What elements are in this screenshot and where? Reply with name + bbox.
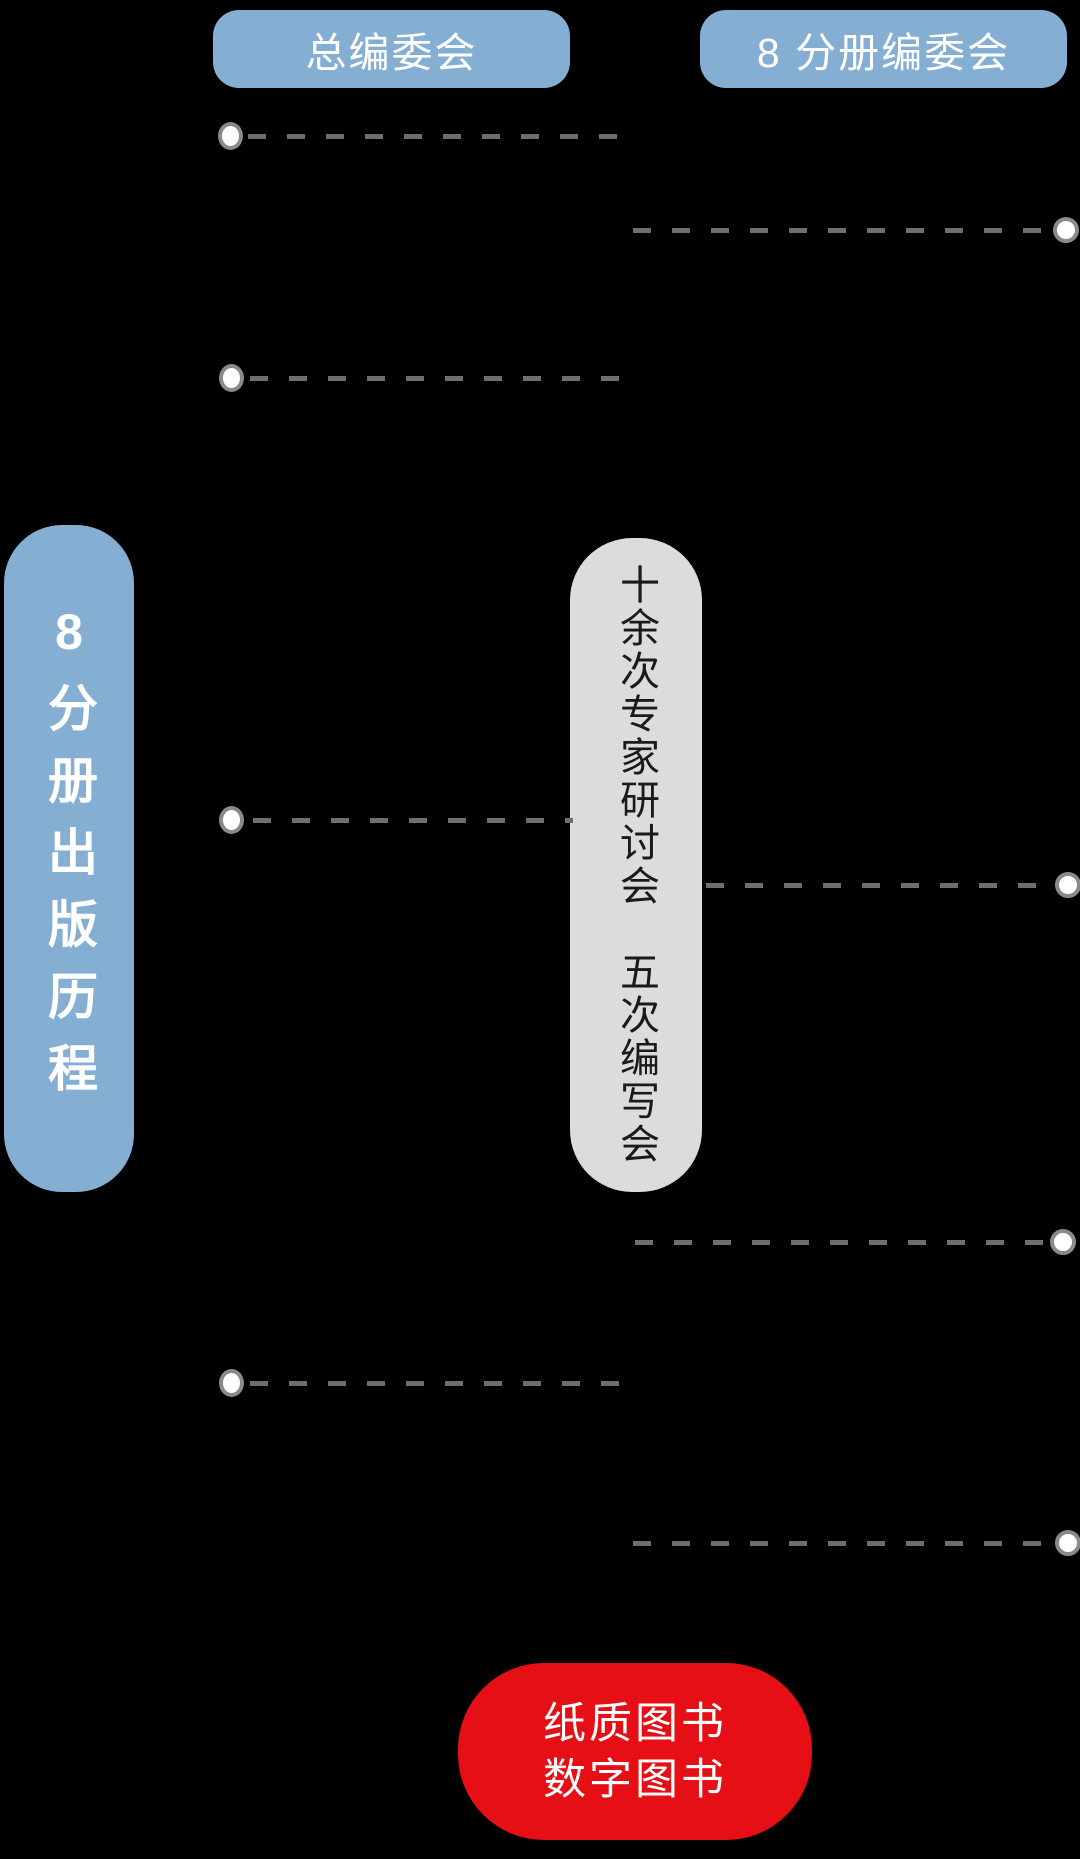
timeline-connector bbox=[635, 1240, 1044, 1245]
timeline-dot bbox=[1055, 1530, 1080, 1556]
pill-book-outputs-line1: 纸质图书 bbox=[543, 1699, 727, 1748]
timeline-dot bbox=[218, 122, 243, 150]
timeline-connector bbox=[248, 134, 634, 139]
timeline-connector bbox=[250, 376, 634, 381]
pill-general-editorial-committee-label: 总编委会 bbox=[305, 30, 478, 76]
pill-volume-editorial-committee-label: 8 分册编委会 bbox=[756, 30, 1011, 76]
timeline-dot bbox=[1050, 1229, 1076, 1255]
pill-book-outputs-line2: 数字图书 bbox=[543, 1755, 727, 1804]
timeline-dot bbox=[219, 806, 244, 834]
pill-general-editorial-committee: 总编委会 bbox=[213, 10, 570, 88]
timeline-connector bbox=[253, 818, 573, 823]
banner-publication-history-label: 8分册出版历程 bbox=[41, 603, 97, 1114]
pill-book-outputs: 纸质图书 数字图书 bbox=[458, 1663, 812, 1840]
pill-volume-editorial-committee: 8 分册编委会 bbox=[700, 10, 1067, 88]
banner-publication-history: 8分册出版历程 bbox=[4, 525, 134, 1192]
timeline-dot bbox=[1055, 872, 1080, 898]
timeline-connector bbox=[706, 883, 1046, 888]
banner-expert-seminars-label: 十余次专家研讨会 五次编写会 bbox=[614, 564, 658, 1166]
timeline-dot bbox=[219, 364, 244, 392]
banner-expert-seminars: 十余次专家研讨会 五次编写会 bbox=[570, 538, 702, 1192]
timeline-connector bbox=[250, 1381, 634, 1386]
timeline-connector bbox=[633, 228, 1044, 233]
timeline-connector bbox=[633, 1541, 1044, 1546]
timeline-dot bbox=[1053, 217, 1079, 243]
timeline-dot bbox=[219, 1369, 244, 1397]
